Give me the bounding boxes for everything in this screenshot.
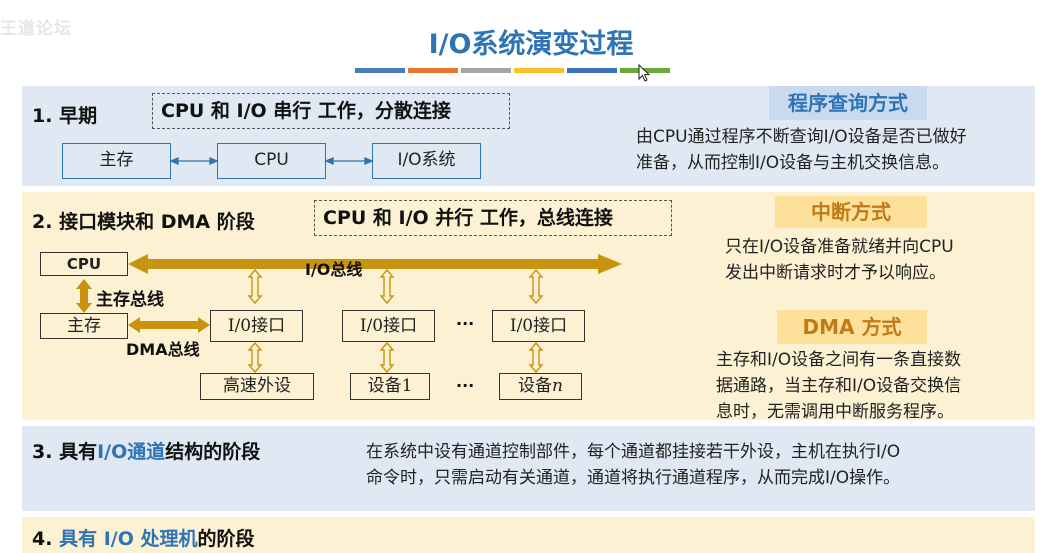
section-2-band bbox=[22, 192, 1035, 420]
section-1-note: CPU 和 I/O 串行 工作，分散连接 bbox=[152, 93, 510, 129]
section-2-heading: 2. 接口模块和 DMA 阶段 bbox=[32, 211, 255, 233]
section-4-heading: 4. 具有 I/O 处理机的阶段 bbox=[32, 528, 255, 550]
polling-method-desc: 由CPU通过程序不断查询I/O设备是否已做好 准备，从而控制I/O设备与主机交换… bbox=[636, 127, 967, 173]
stripe-5 bbox=[567, 68, 617, 73]
section-4-band bbox=[22, 517, 1035, 553]
title-underline-stripes bbox=[355, 68, 670, 73]
io-bus-label: I/O总线 bbox=[305, 260, 363, 279]
device-fast-peripheral: 高速外设 bbox=[200, 373, 314, 400]
mouse-cursor-icon bbox=[638, 64, 651, 82]
box-main-memory: 主存 bbox=[62, 143, 171, 179]
interrupt-method-tag: 中断方式 bbox=[775, 196, 927, 228]
watermark: 王道论坛 bbox=[0, 19, 72, 39]
interrupt-method-desc: 只在I/O设备准备就绪并向CPU 发出中断请求时才予以响应。 bbox=[725, 237, 954, 283]
box-cpu: CPU bbox=[217, 143, 326, 179]
section-3-desc: 在系统中设有通道控制部件，每个通道都挂接若干外设，主机在执行I/O 命令时，只需… bbox=[366, 442, 901, 488]
cpu-box: CPU bbox=[40, 252, 128, 276]
main-memory-box: 主存 bbox=[40, 313, 128, 339]
page-title: I/O系统演变过程 bbox=[428, 29, 634, 60]
stripe-1 bbox=[355, 68, 405, 73]
section-3-band bbox=[22, 426, 1035, 511]
section-1-heading: 1. 早期 bbox=[32, 105, 98, 127]
stripe-3 bbox=[461, 68, 511, 73]
device-n: 设备n bbox=[499, 373, 582, 400]
device-1: 设备1 bbox=[350, 373, 430, 400]
dma-bus-label: DMA总线 bbox=[126, 340, 200, 359]
section-3-heading: 3. 具有I/O通道结构的阶段 bbox=[32, 441, 261, 463]
interface-ellipsis: ··· bbox=[456, 314, 475, 333]
dma-method-tag: DMA 方式 bbox=[777, 310, 927, 344]
stripe-4 bbox=[514, 68, 564, 73]
memory-bus-label: 主存总线 bbox=[96, 290, 164, 310]
box-io-system: I/O系统 bbox=[372, 143, 481, 179]
io-interface-3: I/0接口 bbox=[492, 310, 585, 342]
dma-method-desc: 主存和I/O设备之间有一条直接数 据通路，当主存和I/O设备交换信 息时，无需调… bbox=[716, 350, 962, 422]
section-2-note: CPU 和 I/O 并行 工作，总线连接 bbox=[314, 200, 672, 236]
device-ellipsis: ··· bbox=[456, 376, 475, 395]
stripe-2 bbox=[408, 68, 458, 73]
io-interface-1: I/0接口 bbox=[210, 310, 303, 342]
io-interface-2: I/0接口 bbox=[342, 310, 435, 342]
polling-method-tag: 程序查询方式 bbox=[769, 86, 927, 120]
